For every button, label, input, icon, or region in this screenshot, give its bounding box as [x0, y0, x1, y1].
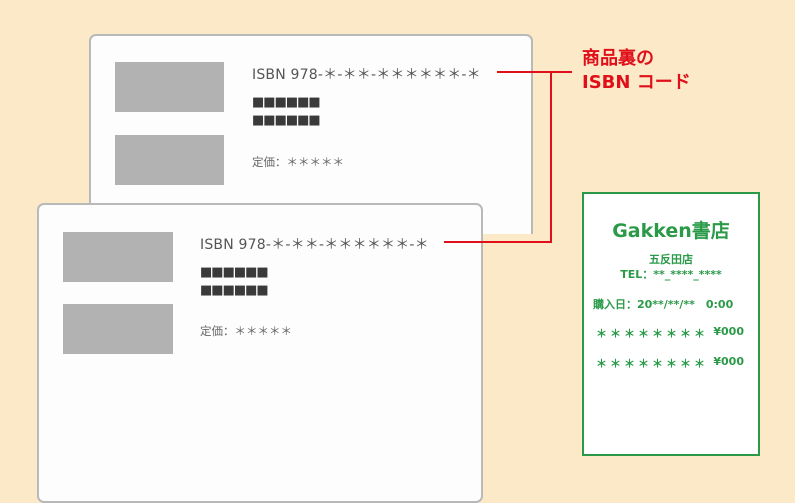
code-line: ■■■■■■: [252, 113, 321, 128]
callout-line2: ISBN コード: [582, 72, 691, 93]
receipt-shop-name: Gakken書店: [612, 220, 730, 242]
image-placeholder: [115, 62, 224, 112]
isbn-callout-label: 商品裏の ISBN コード: [582, 47, 691, 95]
price-text: 定価：＊＊＊＊＊: [200, 324, 292, 338]
receipt-branch: 五反田店: [649, 253, 693, 266]
receipt-item-price: ¥000: [713, 325, 744, 338]
code-squares: ■■■■■■ ■■■■■■: [200, 264, 269, 300]
image-placeholder: [63, 232, 173, 282]
isbn-text: ISBN 978-＊-＊＊-＊＊＊＊＊＊-＊: [200, 237, 429, 253]
code-line: ■■■■■■: [200, 283, 269, 298]
receipt-item-row: ＊＊＊＊＊＊＊＊ ¥000: [596, 325, 744, 341]
code-line: ■■■■■■: [200, 265, 269, 280]
receipt-item-name: ＊＊＊＊＊＊＊＊: [596, 357, 708, 370]
callout-line1: 商品裏の: [582, 48, 654, 69]
receipt-purchase-date: 購入日：20**/**/** 0:00: [593, 298, 734, 311]
image-placeholder: [63, 304, 173, 354]
receipt-item-name: ＊＊＊＊＊＊＊＊: [596, 327, 708, 340]
isbn-text: ISBN 978-＊-＊＊-＊＊＊＊＊＊-＊: [252, 67, 481, 83]
receipt-item-row: ＊＊＊＊＊＊＊＊ ¥000: [596, 355, 744, 371]
book-card-back: ISBN 978-＊-＊＊-＊＊＊＊＊＊-＊ ■■■■■■ ■■■■■■ 定価：…: [89, 34, 533, 234]
receipt-item-price: ¥000: [713, 355, 744, 368]
price-text: 定価：＊＊＊＊＊: [252, 155, 344, 169]
receipt-tel: TEL：**_****_****: [620, 268, 722, 281]
book-card-front: ISBN 978-＊-＊＊-＊＊＊＊＊＊-＊ ■■■■■■ ■■■■■■ 定価：…: [37, 203, 483, 503]
image-placeholder: [115, 135, 224, 185]
receipt: Gakken書店 五反田店 TEL：**_****_**** 購入日：20**/…: [582, 192, 760, 456]
code-line: ■■■■■■: [252, 95, 321, 110]
code-squares: ■■■■■■ ■■■■■■: [252, 94, 321, 130]
